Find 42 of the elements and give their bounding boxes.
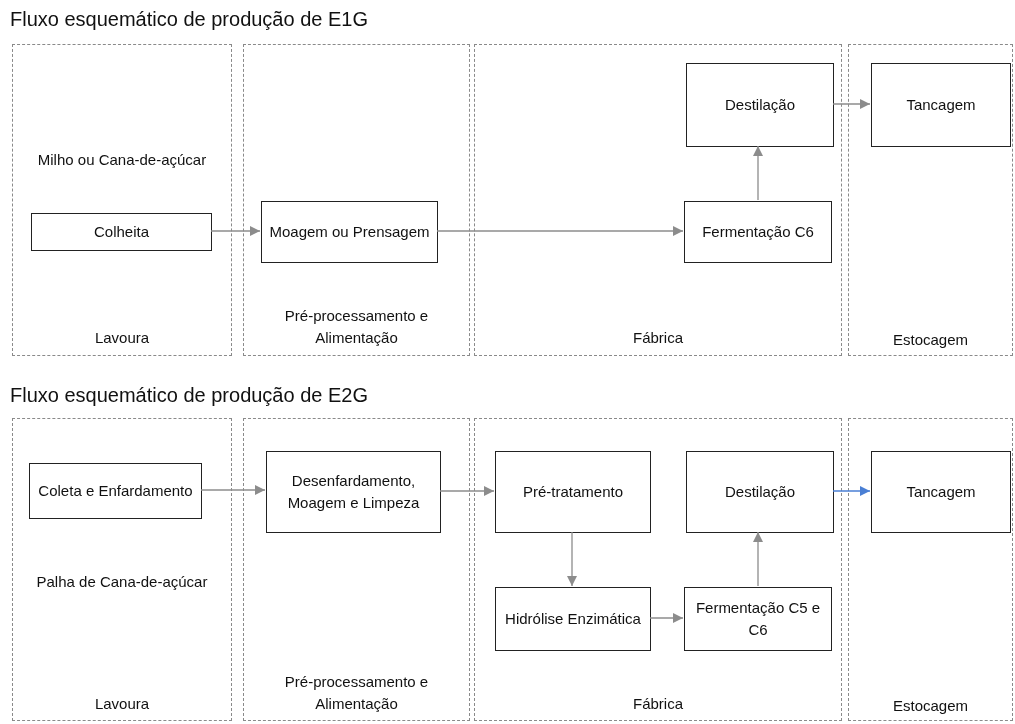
arrow xyxy=(436,225,684,237)
lane-label: Lavoura xyxy=(93,328,151,348)
arrow xyxy=(200,484,266,496)
process-box: Fermentação C6 xyxy=(684,201,832,263)
swimlane xyxy=(12,418,232,721)
swimlane xyxy=(12,44,232,356)
arrow xyxy=(752,531,764,587)
swimlane xyxy=(243,44,470,356)
arrow xyxy=(832,485,871,497)
process-box: Tancagem xyxy=(871,63,1011,147)
arrow xyxy=(832,98,871,110)
arrow xyxy=(752,145,764,201)
process-box: Destilação xyxy=(686,451,834,533)
lane-label: Pré-processamento e Alimentação xyxy=(283,672,430,714)
lane-label: Estocagem xyxy=(891,696,969,716)
swimlane xyxy=(848,44,1013,356)
process-box: Coleta e Enfardamento xyxy=(29,463,202,519)
arrow xyxy=(210,225,261,237)
swimlane xyxy=(474,44,842,356)
process-box: Tancagem xyxy=(871,451,1011,533)
diagram-heading: Fluxo esquemático de produção de E1G xyxy=(10,8,368,31)
process-box: Destilação xyxy=(686,63,834,147)
lane-label: Fábrica xyxy=(632,328,684,348)
process-box: Desenfardamento, Moagem e Limpeza xyxy=(266,451,441,533)
arrow xyxy=(439,485,495,497)
swimlane xyxy=(474,418,842,721)
process-box: Pré-tratamento xyxy=(495,451,651,533)
process-box: Hidrólise Enzimática xyxy=(495,587,651,651)
lane-label: Fábrica xyxy=(632,694,684,714)
lane-label: Pré-processamento e Alimentação xyxy=(283,306,430,348)
swimlane xyxy=(243,418,470,721)
feedstock-label: Milho ou Cana-de-açúcar xyxy=(36,150,208,170)
lane-label: Estocagem xyxy=(891,330,969,350)
swimlane xyxy=(848,418,1013,721)
arrow xyxy=(649,612,684,624)
process-box: Colheita xyxy=(31,213,212,251)
arrow xyxy=(566,531,578,587)
feedstock-label: Palha de Cana-de-açúcar xyxy=(35,572,209,592)
process-box: Fermentação C5 e C6 xyxy=(684,587,832,651)
lane-label: Lavoura xyxy=(93,694,151,714)
diagram-heading: Fluxo esquemático de produção de E2G xyxy=(10,384,368,407)
process-box: Moagem ou Prensagem xyxy=(261,201,438,263)
